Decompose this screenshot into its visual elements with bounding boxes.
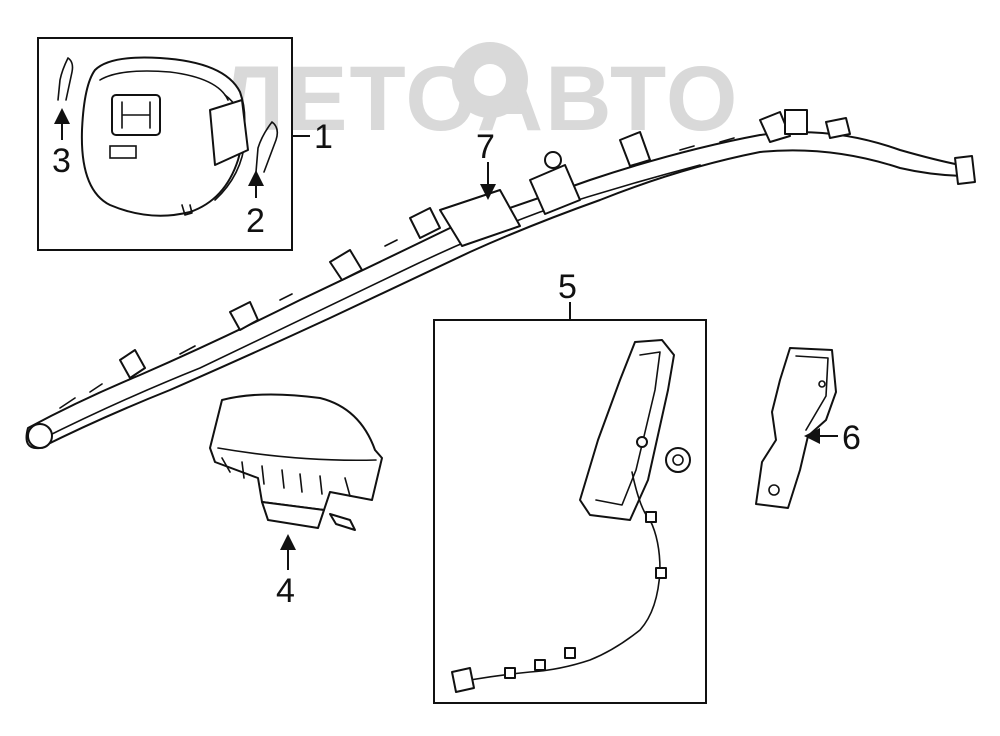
driver-airbag-module[interactable] (80, 56, 249, 217)
gear-icon (452, 42, 528, 118)
callout-4: 4 (276, 572, 295, 610)
clip-part-2[interactable] (255, 121, 279, 173)
callout-7: 7 (476, 128, 495, 166)
driver-airbag-box (37, 37, 293, 251)
side-airbag-part-5[interactable] (451, 339, 691, 693)
callout-5: 5 (558, 268, 577, 306)
callout-3: 3 (52, 142, 71, 180)
callout-2: 2 (246, 202, 265, 240)
watermark: АЛЕТОАВТО (150, 42, 738, 150)
nut-icon (665, 447, 691, 473)
bracket-part-6[interactable] (755, 347, 837, 509)
callout-6: 6 (842, 419, 861, 457)
passenger-airbag-part-4[interactable] (209, 393, 383, 531)
curtain-airbag-part-7[interactable] (25, 109, 976, 450)
callout-1: 1 (314, 118, 333, 156)
clip-part-3[interactable] (57, 57, 74, 101)
